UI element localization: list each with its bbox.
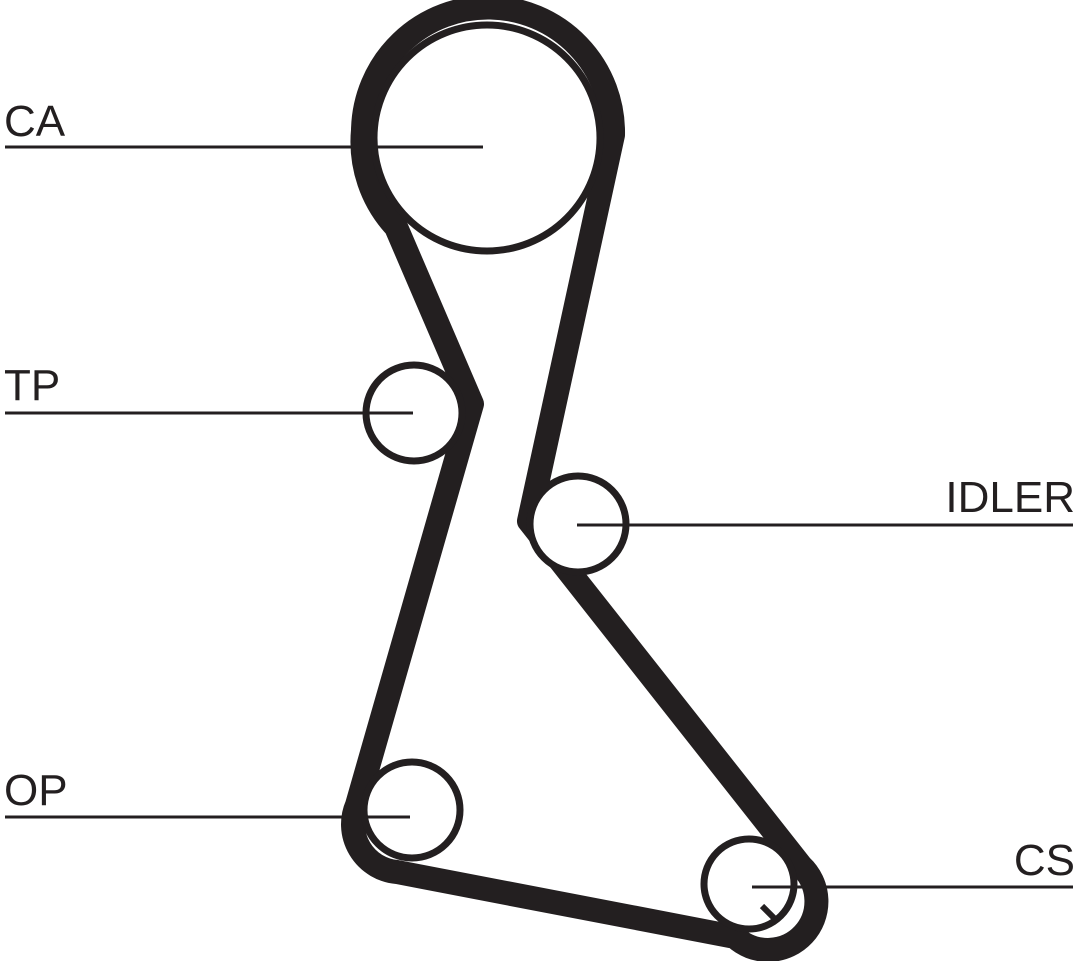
tensioner-label: TP	[4, 361, 60, 410]
crankshaft-label: CS	[1014, 836, 1075, 885]
camshaft-pulley	[370, 21, 604, 255]
idler-label: IDLER	[945, 473, 1075, 522]
oil-pump-pulley	[360, 758, 464, 862]
timing-belt	[341, 0, 829, 961]
oil-pump-label: OP	[4, 766, 68, 815]
crankshaft-pulley	[700, 835, 798, 933]
crankshaft-timing-mark	[759, 903, 779, 923]
camshaft-label: CA	[4, 97, 66, 146]
